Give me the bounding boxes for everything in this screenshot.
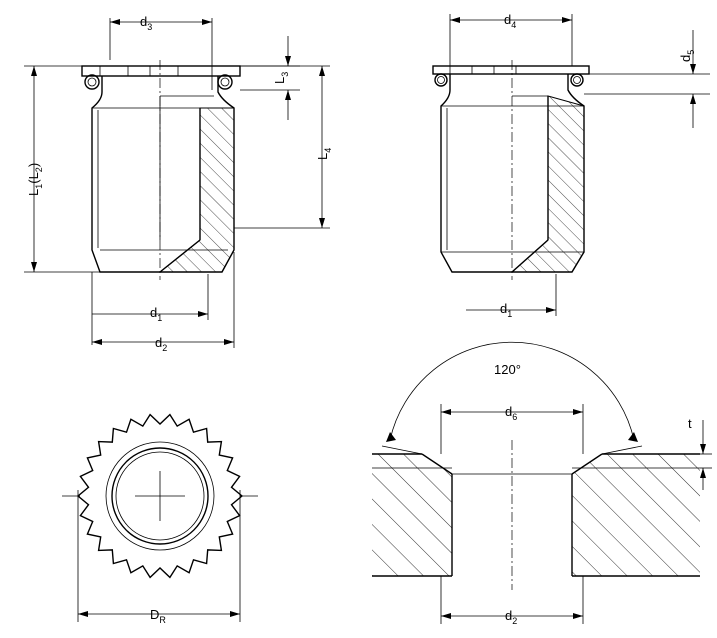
dim-d3: d3 bbox=[109, 14, 213, 90]
dim-d1-left: d1 bbox=[91, 272, 209, 345]
svg-text:d3: d3 bbox=[140, 14, 152, 32]
svg-text:DR: DR bbox=[150, 607, 166, 625]
mounting-hole-section bbox=[372, 440, 700, 590]
insert-side-view-right bbox=[432, 60, 590, 280]
dim-t: t bbox=[688, 416, 712, 490]
dim-d2-bottom: d2 bbox=[440, 576, 584, 626]
dim-d4: d4 bbox=[449, 12, 573, 66]
svg-text:d5: d5 bbox=[678, 50, 696, 62]
dim-DR: DR bbox=[77, 490, 241, 625]
svg-text:d2: d2 bbox=[505, 608, 517, 626]
dim-angle-120: 120° bbox=[381, 341, 643, 455]
dim-L4: L4 bbox=[234, 65, 333, 229]
svg-text:t: t bbox=[688, 416, 692, 431]
svg-text:d1: d1 bbox=[500, 301, 512, 319]
insert-side-view-left bbox=[81, 60, 241, 280]
svg-text:d4: d4 bbox=[504, 12, 516, 30]
dim-d5: d5 bbox=[584, 30, 710, 128]
dim-L3: L3 bbox=[240, 36, 300, 120]
svg-text:d1: d1 bbox=[150, 305, 162, 323]
dim-d1-right: d1 bbox=[466, 274, 557, 319]
dim-d6: d6 bbox=[440, 404, 584, 454]
svg-text:L4: L4 bbox=[315, 148, 333, 160]
dim-L1L2: L1(L2) bbox=[24, 65, 100, 273]
svg-text:120°: 120° bbox=[494, 362, 521, 377]
svg-text:d2: d2 bbox=[155, 335, 167, 353]
dim-d2-top: d2 bbox=[92, 252, 235, 353]
svg-text:L3: L3 bbox=[272, 72, 290, 84]
knurled-top-view bbox=[62, 413, 258, 579]
svg-text:L1(L2): L1(L2) bbox=[26, 163, 44, 196]
svg-text:d6: d6 bbox=[505, 404, 517, 422]
